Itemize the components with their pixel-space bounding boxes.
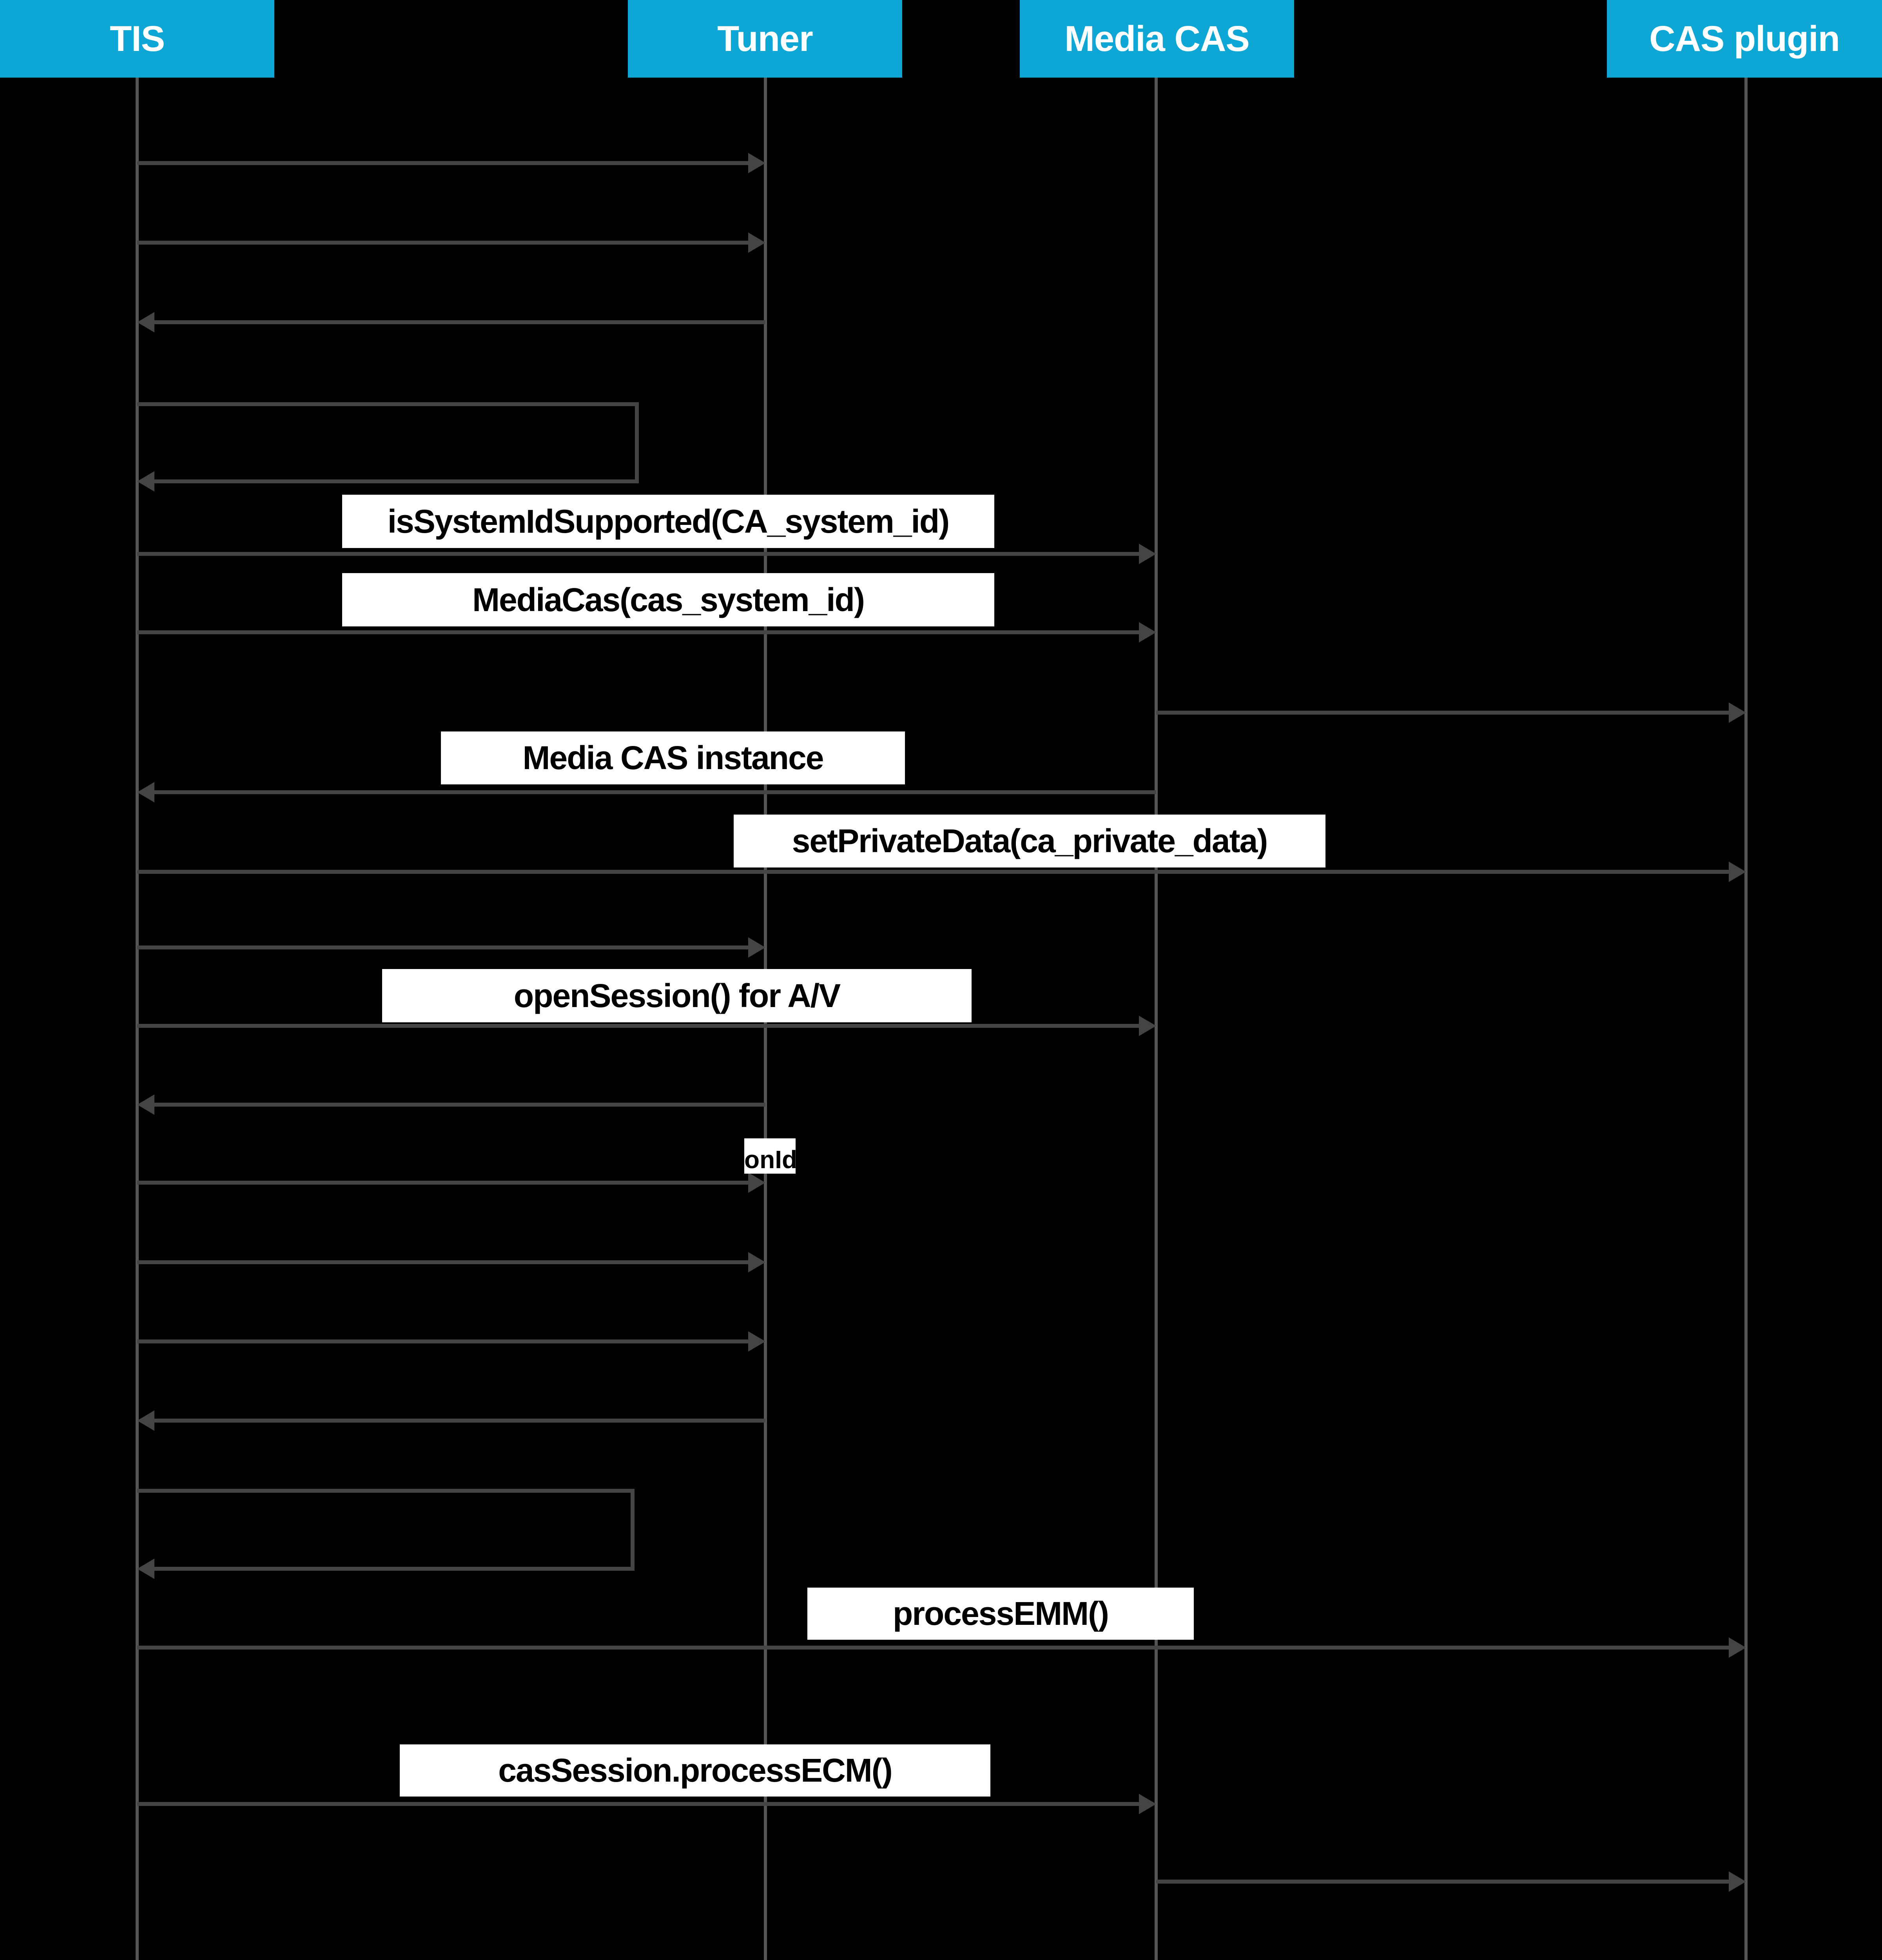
self-message-top-line [137,402,639,406]
self-message-top-line [137,1489,635,1493]
message-arrow [137,161,751,165]
self-message-right-line [631,1489,635,1571]
message-label: openSession() for A/V [382,969,972,1022]
participant-header-cas-plugin: CAS plugin [1607,0,1882,78]
participant-header-tis: TIS [0,0,274,78]
message-label: Media CAS instance [441,731,905,784]
arrowhead-right-icon [748,937,765,958]
message-label: processEMM() [807,1588,1194,1640]
arrowhead-right-icon [1729,1871,1746,1892]
lifeline-cas-plugin [1744,78,1748,1960]
message-arrow [152,1103,765,1107]
message-label: MediaCas(cas_system_id) [342,573,994,626]
arrowhead-left-icon [137,1410,154,1431]
message-label: isSystemIdSupported(CA_system_id) [342,495,994,548]
self-message-bottom-line [152,479,639,483]
arrowhead-right-icon [748,153,765,173]
arrowhead-right-icon [1139,1016,1156,1036]
arrowhead-right-icon [1139,622,1156,642]
message-arrow [137,630,1141,634]
message-arrow [137,946,751,949]
message-arrow [1156,711,1731,715]
arrowhead-right-icon [748,1331,765,1352]
arrowhead-right-icon [748,1172,765,1193]
arrowhead-right-icon [1729,862,1746,882]
arrowhead-left-icon [137,1559,154,1579]
message-label: casSession.processECM() [400,1744,990,1797]
lifeline-media-cas [1155,78,1158,1960]
message-arrow [137,1339,751,1343]
message-arrow [137,870,1731,874]
arrowhead-left-icon [137,471,154,492]
message-label: setPrivateData(ca_private_data) [734,815,1325,867]
arrowhead-right-icon [748,232,765,253]
message-arrow [152,320,765,324]
arrowhead-right-icon [1139,1794,1156,1814]
arrowhead-right-icon [1729,702,1746,723]
arrowhead-right-icon [748,1252,765,1272]
arrowhead-left-icon [137,312,154,332]
message-arrow [137,1260,751,1264]
participant-header-media-cas: Media CAS [1020,0,1294,78]
participant-header-tuner: Tuner [628,0,902,78]
self-message-right-line [635,402,639,483]
message-arrow [137,241,751,245]
message-arrow [1156,1880,1731,1884]
arrowhead-left-icon [137,782,154,802]
self-message-bottom-line [152,1567,635,1571]
message-arrow [152,790,1156,794]
message-arrow [137,1646,1731,1650]
lifeline-tis [136,78,139,1960]
message-arrow [137,552,1141,556]
arrowhead-left-icon [137,1094,154,1115]
message-arrow [137,1024,1141,1028]
note-onid: onId [744,1138,796,1174]
arrowhead-right-icon [1139,544,1156,564]
message-arrow [137,1802,1141,1806]
message-arrow [152,1419,765,1423]
arrowhead-right-icon [1729,1637,1746,1658]
message-arrow [137,1181,751,1185]
